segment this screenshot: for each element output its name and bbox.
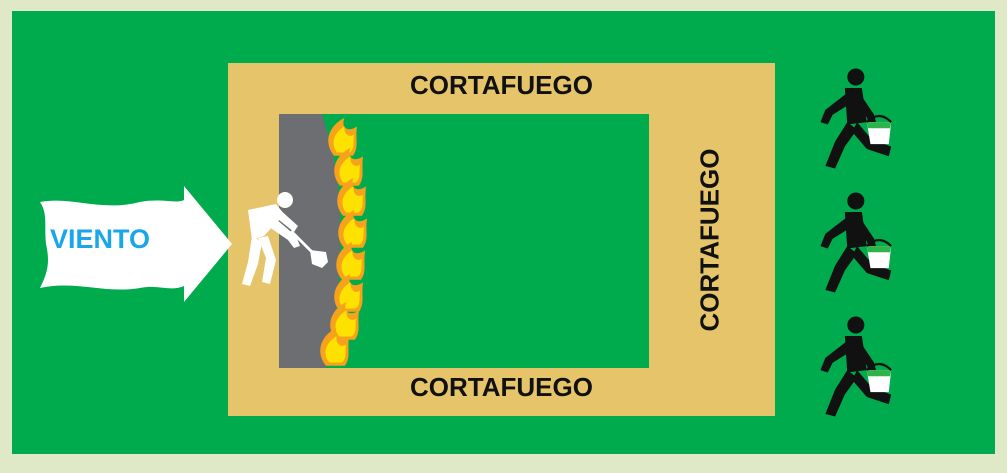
firebreak-bottom-label: CORTAFUEGO (410, 372, 593, 402)
firebreak-top-label: CORTAFUEGO (410, 70, 593, 100)
firebreak-right-label: CORTAFUEGO (694, 148, 725, 332)
burned-zone (279, 114, 341, 368)
worker-digging-shovel-icon (242, 192, 328, 286)
wind-arrow-icon (40, 186, 232, 302)
wind-label: VIENTO (50, 224, 151, 254)
